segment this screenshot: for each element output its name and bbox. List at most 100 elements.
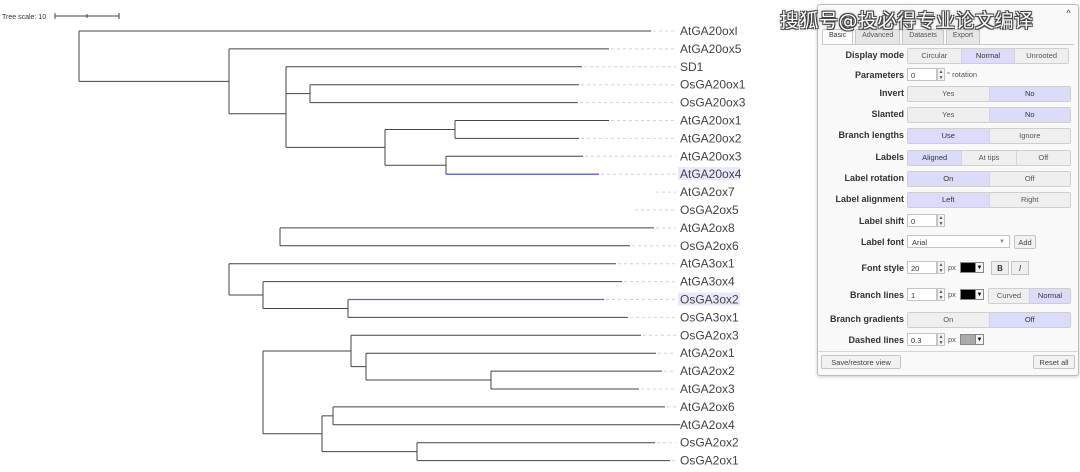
- leaf-label[interactable]: AtGA20ox4: [680, 167, 742, 181]
- invert-control: Yes No: [907, 86, 1071, 102]
- tree-scale-bar: [54, 13, 120, 19]
- tab-basic[interactable]: Basic: [822, 29, 854, 44]
- branch-style-normal[interactable]: Normal: [1030, 289, 1070, 303]
- leaf-label[interactable]: AtGA2ox6: [680, 400, 735, 414]
- label-font-select[interactable]: Arial ▼: [907, 235, 1010, 248]
- rotation-suffix: ° rotation: [947, 70, 978, 79]
- leaf-highlight: [678, 292, 740, 306]
- tree-branches: [78, 30, 680, 462]
- leaf-label[interactable]: AtGA2ox7: [680, 185, 735, 199]
- label-alignment-label: Label alignment: [835, 194, 904, 204]
- font-size-unit: px: [948, 263, 956, 272]
- display-mode-normal[interactable]: Normal: [961, 49, 1016, 63]
- save-restore-view-button[interactable]: Save/restore view: [821, 355, 901, 369]
- slanted-no[interactable]: No: [989, 108, 1070, 122]
- leaf-label[interactable]: AtGA20ox2: [680, 131, 742, 145]
- branch-width-unit: px: [948, 290, 956, 299]
- leaf-label[interactable]: AtGA2ox8: [680, 221, 735, 235]
- leaf-label[interactable]: OsGA2ox2: [680, 436, 739, 450]
- collapse-panel-icon[interactable]: ^: [1066, 8, 1071, 18]
- branch-lengths-row: Branch lengths Use Ignore: [818, 127, 1078, 144]
- branch-color-swatch[interactable]: [960, 289, 976, 300]
- branch-lengths-label: Branch lengths: [838, 130, 904, 140]
- leaf-label[interactable]: AtGA2ox2: [680, 364, 735, 378]
- invert-label: Invert: [879, 88, 904, 98]
- branch-width-stepper[interactable]: ▲▼: [937, 288, 945, 301]
- branch-color-dropdown-icon[interactable]: ▼: [976, 289, 984, 300]
- label-rotation-off[interactable]: Off: [989, 172, 1070, 186]
- leaf-label[interactable]: OsGA20ox3: [680, 96, 746, 110]
- label-rotation-label: Label rotation: [844, 173, 904, 183]
- slanted-yes[interactable]: Yes: [908, 108, 990, 122]
- leaf-label[interactable]: AtGA2ox4: [680, 418, 735, 432]
- tab-advanced[interactable]: Advanced: [855, 29, 901, 44]
- dashed-lines-label: Dashed lines: [848, 335, 904, 345]
- label-rotation-on[interactable]: On: [908, 172, 990, 186]
- branch-lengths-ignore[interactable]: Ignore: [989, 129, 1070, 143]
- label-rotation-control: On Off: [907, 171, 1071, 187]
- leaf-label[interactable]: AtGA3ox4: [680, 275, 735, 289]
- italic-button[interactable]: I: [1011, 261, 1029, 275]
- leaf-label[interactable]: AtGA20oxl: [680, 24, 737, 38]
- tab-datasets[interactable]: Datasets: [902, 29, 944, 44]
- leaf-label[interactable]: OsGA20ox1: [680, 78, 746, 92]
- leaf-label[interactable]: AtGA20ox5: [680, 42, 742, 56]
- font-color-dropdown-icon[interactable]: ▼: [976, 262, 984, 273]
- font-size-stepper[interactable]: ▲▼: [937, 261, 945, 274]
- leaf-labels: AtGA20oxlAtGA20ox5SD1OsGA20ox1OsGA20ox3A…: [680, 24, 746, 468]
- label-alignment-right[interactable]: Right: [989, 193, 1070, 207]
- dashed-color-dropdown-icon[interactable]: ▼: [976, 334, 984, 345]
- rotation-input[interactable]: 0: [907, 68, 937, 81]
- label-alignment-left[interactable]: Left: [908, 193, 990, 207]
- reset-all-button[interactable]: Reset all: [1033, 355, 1075, 369]
- leaf-label[interactable]: OsGA2ox1: [680, 454, 739, 468]
- font-size-input[interactable]: 20: [907, 261, 937, 274]
- tree-control-panel: ^ Basic Advanced Datasets Export Display…: [817, 4, 1079, 376]
- leaf-label[interactable]: AtGA2ox1: [680, 346, 735, 360]
- rotation-stepper[interactable]: ▲▼: [937, 68, 945, 81]
- branch-style-curved[interactable]: Curved: [989, 289, 1030, 303]
- dashed-width-stepper[interactable]: ▲▼: [937, 333, 945, 346]
- tab-export[interactable]: Export: [945, 29, 981, 44]
- leaf-highlight: [678, 167, 740, 181]
- font-color-swatch[interactable]: [960, 262, 976, 273]
- leaf-label[interactable]: SD1: [680, 60, 704, 74]
- display-mode-control: Circular Normal Unrooted: [907, 48, 1069, 64]
- branch-width-input[interactable]: 1: [907, 288, 937, 301]
- branch-gradients-on[interactable]: On: [908, 313, 990, 327]
- slanted-label: Slanted: [871, 109, 904, 119]
- alignment-dashes: [580, 30, 682, 462]
- leaf-label[interactable]: AtGA2ox3: [680, 382, 735, 396]
- label-shift-stepper[interactable]: ▲▼: [937, 214, 945, 227]
- leaf-label[interactable]: AtGA20ox3: [680, 149, 742, 163]
- leaf-label[interactable]: OsGA3ox2: [680, 293, 739, 307]
- leaf-label[interactable]: OsGA3ox1: [680, 310, 739, 324]
- leaf-label[interactable]: OsGA2ox3: [680, 328, 739, 342]
- tab-divider: [822, 44, 1074, 45]
- leaf-label[interactable]: OsGA2ox5: [680, 203, 739, 217]
- branch-gradients-control: On Off: [907, 312, 1071, 328]
- branch-lengths-use[interactable]: Use: [908, 129, 990, 143]
- labels-aligned[interactable]: Aligned: [908, 151, 963, 165]
- dashed-width-input[interactable]: 0.3: [907, 333, 937, 346]
- labels-at-tips[interactable]: At tips: [962, 151, 1017, 165]
- branch-gradients-off[interactable]: Off: [989, 313, 1070, 327]
- branch-gradients-label: Branch gradients: [829, 314, 904, 324]
- invert-yes[interactable]: Yes: [908, 87, 990, 101]
- parameters-row: Parameters 0 ▲▼ ° rotation: [818, 67, 1078, 83]
- dashed-color-swatch[interactable]: [960, 334, 976, 345]
- display-mode-circular[interactable]: Circular: [908, 49, 962, 63]
- invert-no[interactable]: No: [989, 87, 1070, 101]
- label-font-label: Label font: [861, 237, 904, 247]
- branch-lines-label: Branch lines: [849, 290, 904, 300]
- bold-button[interactable]: B: [991, 261, 1009, 275]
- leaf-label[interactable]: AtGA3ox1: [680, 257, 735, 271]
- leaf-label[interactable]: OsGA2ox6: [680, 239, 739, 253]
- add-font-button[interactable]: Add: [1014, 235, 1036, 249]
- labels-off[interactable]: Off: [1016, 151, 1070, 165]
- display-mode-unrooted[interactable]: Unrooted: [1015, 49, 1068, 63]
- watermark-text: 搜狐号@投必得专业论文编译: [780, 10, 1034, 32]
- label-shift-input[interactable]: 0: [907, 214, 937, 227]
- leaf-label[interactable]: AtGA20ox1: [680, 114, 742, 128]
